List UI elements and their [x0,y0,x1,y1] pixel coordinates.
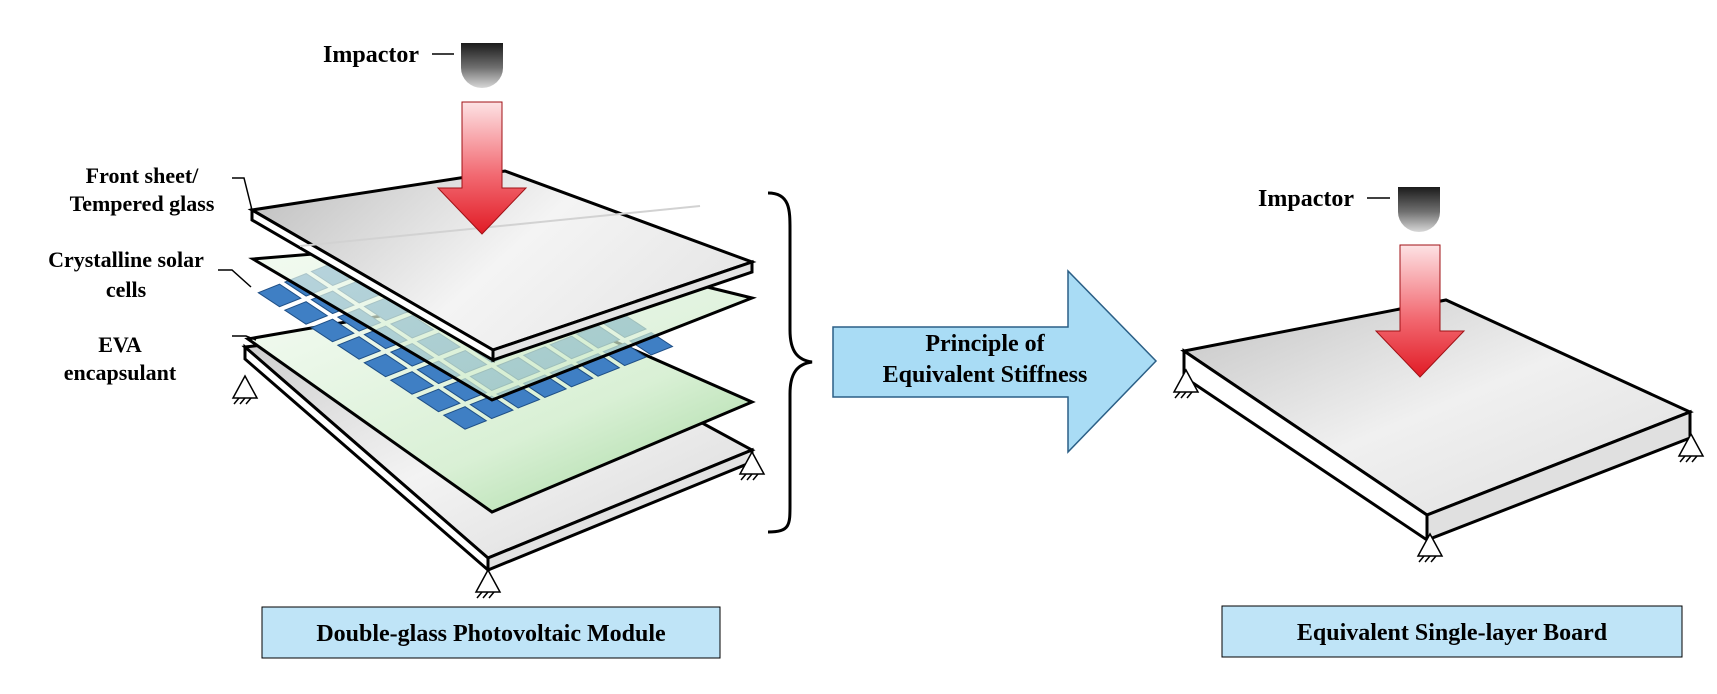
left-impactor: Impactor [323,42,503,88]
support-triangles [231,374,766,599]
solar-cell [257,283,302,308]
equivalence-arrow-line2: Equivalent Stiffness [883,362,1088,388]
equivalence-arrow-icon [832,269,1158,454]
single-layer-board: Impactor Equivalent Single-layer Board [1172,186,1705,658]
solar-cell [310,318,355,343]
eva-label-line1: EVA [98,332,142,357]
impactor-head-icon [1398,187,1440,232]
solar-cell [283,301,329,325]
right-caption-box [1221,605,1683,658]
solar-cell [389,371,435,395]
left-impact-arrow-icon [436,101,528,235]
eva-label-line2: encapsulant [64,360,177,385]
solar-cell [336,336,382,360]
left-caption: Double-glass Photovoltaic Module [316,621,666,647]
solar-cell [363,353,408,378]
right-impactor: Impactor [1258,186,1440,232]
double-glass-module: Impactor Front sheet/ Tempered glass Cry… [48,42,813,659]
solar-cells-label-line1: Crystalline solar [48,247,204,272]
solar-cell [416,388,461,413]
layer-labels: Front sheet/ Tempered glass Crystalline … [48,163,215,385]
front-sheet-label-line2: Tempered glass [70,191,215,216]
right-impactor-label: Impactor [1258,186,1354,212]
curly-brace [767,191,813,534]
left-impactor-label: Impactor [323,42,419,68]
label-leader-lines [218,177,257,341]
right-impact-arrow-icon [1374,244,1466,378]
board-support-triangles [1172,368,1705,563]
equivalence-arrow-line1: Principle of [925,331,1045,357]
left-caption-box [261,606,721,659]
equivalence-arrow: Principle of Equivalent Stiffness [832,269,1158,454]
board-plate [1180,298,1694,543]
front-sheet-label-line1: Front sheet/ [86,163,200,188]
solar-cell [469,395,514,420]
right-caption: Equivalent Single-layer Board [1297,620,1608,646]
front-glass-plate [247,169,757,363]
solar-cell [442,406,488,430]
solar-cells-label-line2: cells [106,277,147,302]
impactor-head-icon [461,43,503,88]
